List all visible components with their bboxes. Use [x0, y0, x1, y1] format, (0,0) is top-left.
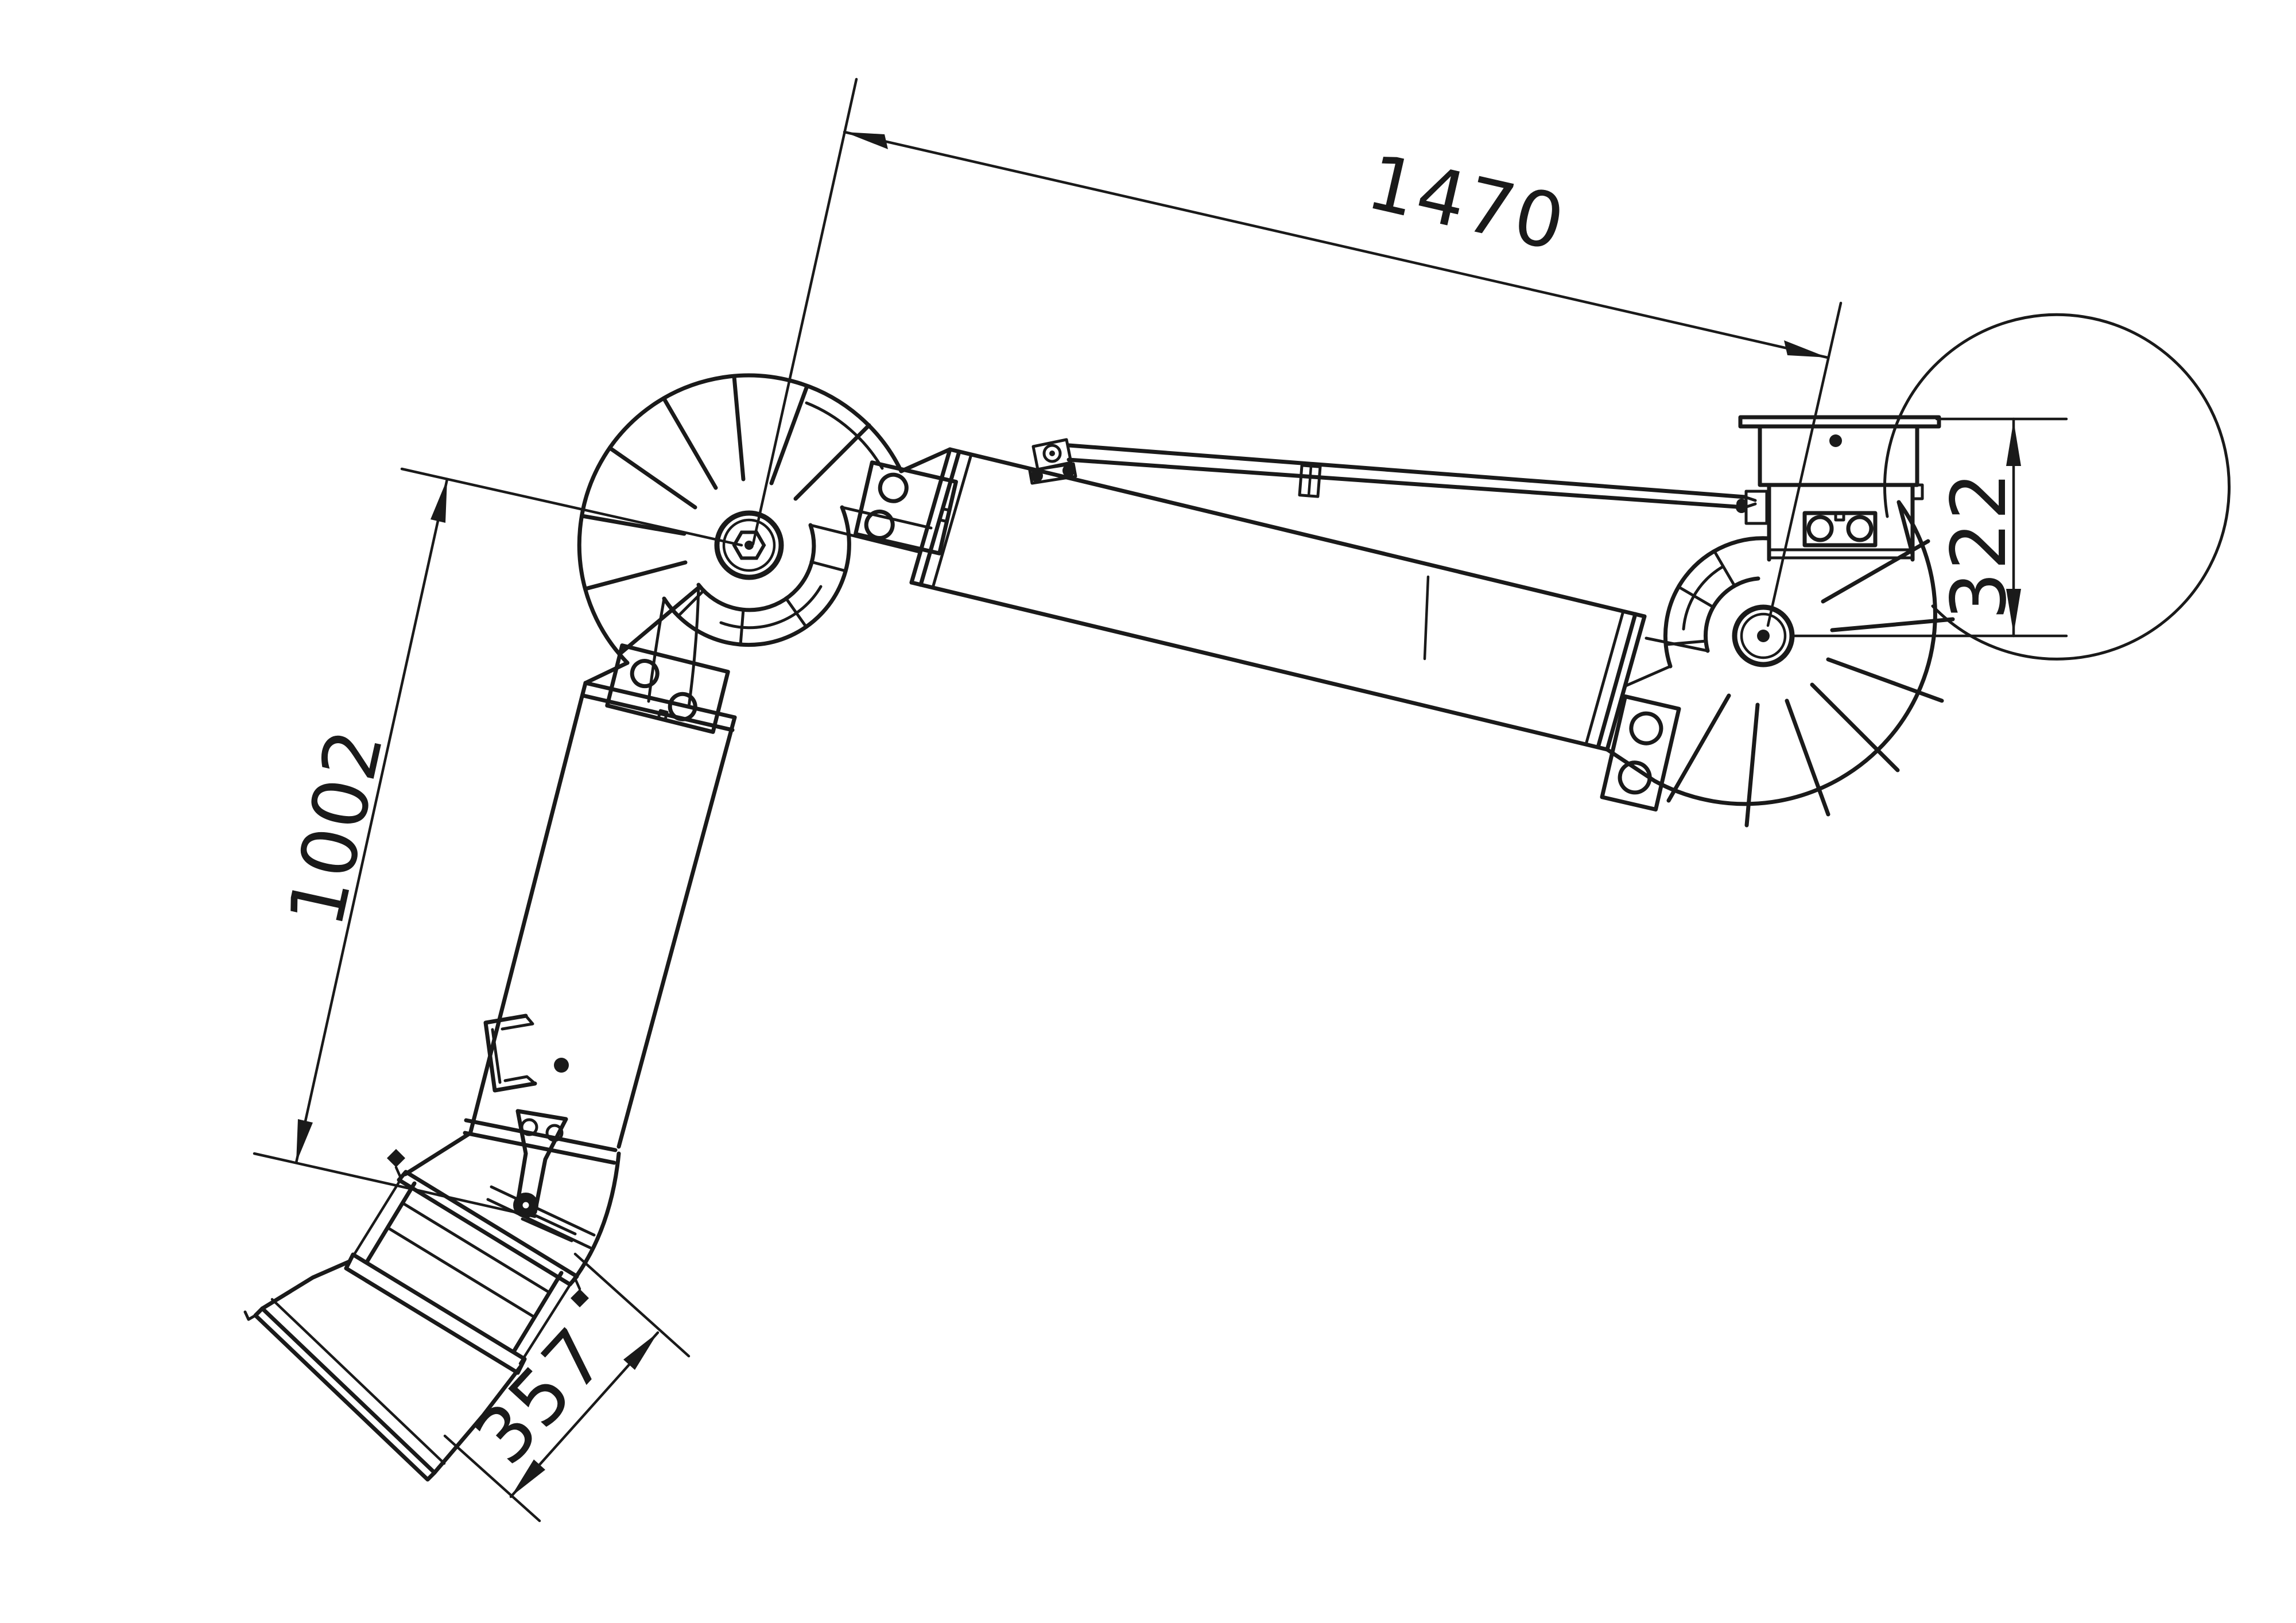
dim-label: 1002	[272, 720, 401, 934]
extraction-hood	[243, 1259, 523, 1482]
duct-bolt-bracket	[1802, 511, 1878, 548]
extension-line	[573, 1252, 691, 1358]
arrowhead	[844, 132, 888, 149]
arrowhead	[2006, 589, 2021, 634]
dim-line	[294, 477, 449, 1164]
arrowhead	[623, 1333, 658, 1370]
dimension-1002: 1002	[253, 467, 743, 1218]
extension-line	[443, 1434, 541, 1523]
dim-label: 357	[458, 1311, 625, 1481]
extension-line	[751, 77, 858, 546]
right-elbow-pivot	[1732, 604, 1795, 667]
hood-hinge-bracket	[513, 1109, 577, 1243]
support-rod	[1028, 438, 1757, 510]
elbow-bolt-bracket-upper	[854, 460, 958, 556]
tube-hole	[554, 1058, 569, 1073]
upper-elbow-joint	[577, 373, 958, 734]
dimension-357: 357	[443, 1252, 691, 1523]
extension-line	[400, 467, 743, 547]
rod-collar	[1298, 464, 1322, 498]
extension-line	[1766, 301, 1843, 627]
arrowhead	[296, 1119, 313, 1163]
dimension-322: 322	[1792, 417, 2068, 638]
upper-elbow-pivot	[714, 510, 784, 580]
lower-arm-tube	[403, 681, 737, 1283]
right-elbow-joint	[1605, 313, 2231, 828]
flange-hole	[1829, 434, 1842, 447]
arm-handle	[483, 1014, 537, 1093]
dim-label: 322	[1935, 471, 2023, 620]
dimension-1470: 1470	[751, 77, 1843, 627]
hood-damper	[344, 1149, 589, 1375]
rod-clevis	[1028, 438, 1077, 485]
dim-line	[843, 130, 1829, 359]
extension-line	[253, 1152, 537, 1218]
arm-bolt-bracket-right	[1600, 694, 1681, 812]
arrowhead	[2006, 421, 2021, 466]
arrowhead	[430, 479, 447, 523]
dim-label: 1470	[1359, 138, 1574, 269]
arrowhead	[511, 1459, 545, 1497]
horizontal-arm-tube	[909, 447, 1681, 812]
arrowhead	[1784, 340, 1828, 358]
